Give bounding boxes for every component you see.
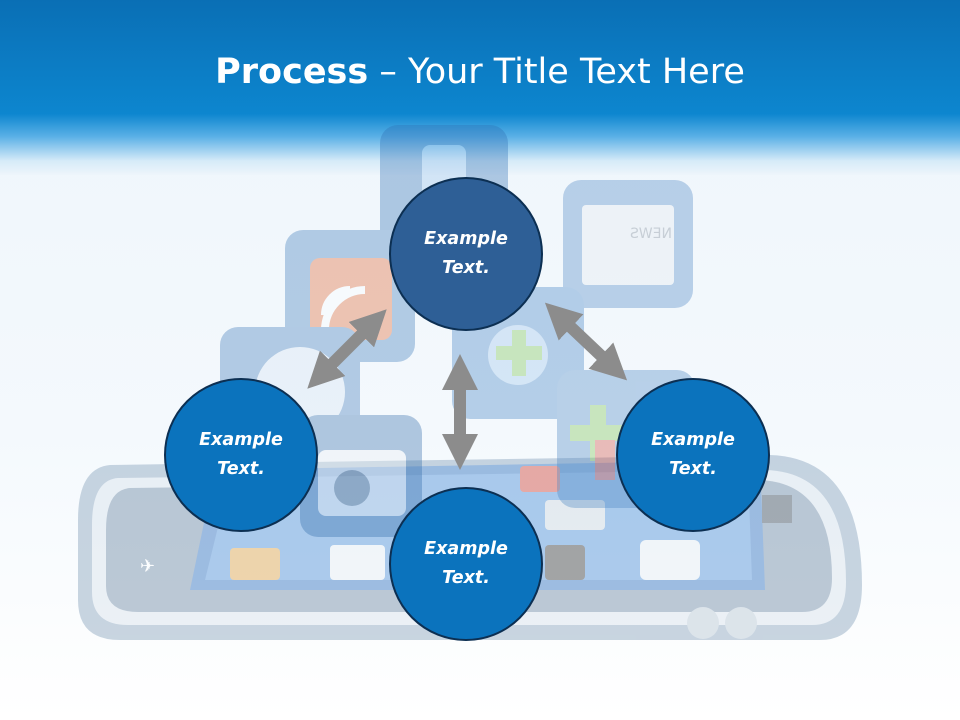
title-bold: Process	[215, 52, 369, 92]
title-rest: – Your Title Text Here	[368, 52, 745, 92]
node-bottom-line1: Example	[424, 539, 508, 559]
arrow-top-left	[307, 309, 387, 389]
node-top-line2: Text.	[442, 258, 490, 278]
page-title: Process – Your Title Text Here	[0, 52, 960, 92]
node-left-line2: Text.	[217, 459, 265, 479]
svg-text:✈: ✈	[140, 556, 155, 577]
node-left-line1: Example	[199, 430, 283, 450]
arrow-top-right	[544, 302, 628, 381]
node-right-line1: Example	[651, 430, 735, 450]
node-top-line1: Example	[424, 229, 508, 249]
title-banner	[0, 0, 960, 175]
node-bottom-line2: Text.	[442, 568, 490, 588]
news-icon-label: NEWS	[630, 226, 672, 242]
node-right-line2: Text.	[669, 459, 717, 479]
